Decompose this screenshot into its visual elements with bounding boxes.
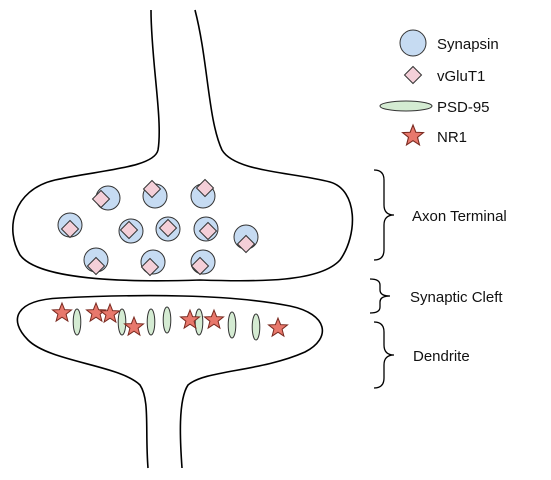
vesicle xyxy=(142,180,168,209)
psd95-mark xyxy=(162,306,172,334)
legend-item-vglut1: vGluT1 xyxy=(404,66,485,85)
vglut1-diamond-icon xyxy=(404,66,422,84)
legend-label-synapsin: Synapsin xyxy=(437,36,499,53)
nr1-mark xyxy=(100,303,120,323)
vesicle xyxy=(190,249,216,275)
vesicle xyxy=(57,212,83,238)
axon-terminal-brace xyxy=(373,169,395,261)
vesicle xyxy=(233,224,259,253)
dendrite-outline xyxy=(16,294,324,469)
vesicle xyxy=(190,179,216,209)
synaptic-cleft-label: Synaptic Cleft xyxy=(410,289,503,306)
dendrite-label: Dendrite xyxy=(413,348,470,365)
vesicle xyxy=(92,185,121,211)
vesicle xyxy=(118,218,144,244)
synapsin-circle-icon xyxy=(399,29,427,57)
vesicle xyxy=(155,216,181,242)
legend-label-vglut1: vGluT1 xyxy=(437,68,485,85)
legend-label-psd95: PSD-95 xyxy=(437,99,490,116)
nr1-mark xyxy=(204,309,224,329)
psd95-mark xyxy=(146,308,156,336)
dendrite-brace xyxy=(373,321,395,389)
legend: Synapsin vGluT1 PSD-95 NR1 xyxy=(379,29,499,146)
vesicle xyxy=(140,249,166,276)
axon-outline xyxy=(12,9,354,282)
vesicle xyxy=(83,247,109,275)
nr1-star-icon xyxy=(401,124,425,146)
psd95-mark xyxy=(227,311,237,339)
nr1-mark xyxy=(124,316,144,336)
legend-item-synapsin: Synapsin xyxy=(399,29,499,57)
psd95-mark xyxy=(194,308,204,336)
psd95-mark xyxy=(117,308,127,336)
legend-label-nr1: NR1 xyxy=(437,129,467,146)
axon-terminal-label: Axon Terminal xyxy=(412,208,507,225)
vesicle xyxy=(193,216,219,242)
legend-item-psd95: PSD-95 xyxy=(379,99,490,116)
psd95-mark xyxy=(72,308,82,336)
legend-item-nr1: NR1 xyxy=(401,124,467,146)
vesicle-group xyxy=(57,179,259,276)
psd95-ellipse-icon xyxy=(379,100,433,112)
nr1-mark xyxy=(268,317,288,337)
psd95-mark xyxy=(251,313,261,341)
synaptic-cleft-brace xyxy=(369,278,391,314)
nr1-mark xyxy=(52,302,72,322)
